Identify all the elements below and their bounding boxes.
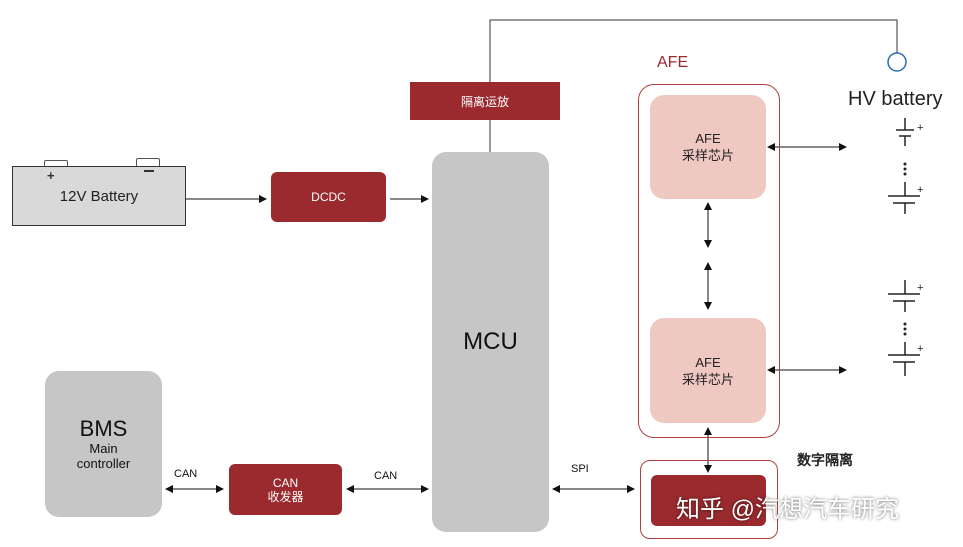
watermark: 知乎 @汽想汽车研究 bbox=[676, 496, 900, 523]
afe-group-label: AFE bbox=[657, 54, 689, 71]
can-transceiver-line2: 收发器 bbox=[267, 489, 304, 504]
link-label-spi: SPI bbox=[571, 463, 589, 475]
battery-12v: 12V Battery bbox=[12, 166, 186, 226]
afe-chip-bottom-line2: 采样芯片 bbox=[681, 371, 734, 387]
hv-sense-terminal bbox=[887, 52, 907, 72]
svg-text:+: + bbox=[917, 343, 923, 355]
battery-cell-icon: + bbox=[888, 280, 923, 312]
dcdc-label: DCDC bbox=[311, 190, 346, 204]
isolation-amp-box: 隔离运放 bbox=[410, 82, 560, 120]
afe-group-frame bbox=[638, 84, 780, 438]
battery-cell-icon: + bbox=[896, 118, 923, 146]
bms-subtitle-controller: controller bbox=[76, 456, 131, 471]
link-label-can-right: CAN bbox=[374, 470, 398, 482]
svg-text:+: + bbox=[917, 122, 923, 134]
afe-chip-bottom-line1: AFE bbox=[695, 354, 721, 370]
digital-isolation-label: 数字隔离 bbox=[797, 452, 853, 468]
svg-text:+: + bbox=[917, 282, 923, 294]
mcu-label: MCU bbox=[463, 328, 518, 355]
dcdc-box: DCDC bbox=[271, 172, 386, 222]
afe-chip-top: AFE 采样芯片 bbox=[650, 95, 766, 199]
battery-12v-label: 12V Battery bbox=[59, 187, 139, 205]
hv-battery-label: HV battery bbox=[848, 88, 943, 110]
afe-chip-top-line2: 采样芯片 bbox=[681, 148, 734, 163]
link-label-can-left: CAN bbox=[174, 468, 198, 480]
bms-subtitle-main: Main bbox=[89, 441, 118, 456]
mcu-block: MCU bbox=[432, 152, 549, 532]
digital-isolation-frame bbox=[640, 460, 778, 539]
afe-chip-bottom: AFE 采样芯片 bbox=[650, 318, 766, 423]
battery-cell-icon: + bbox=[888, 182, 923, 214]
bms-main-controller: BMS Main controller bbox=[45, 371, 162, 517]
battery-plus-sign: + bbox=[47, 168, 55, 183]
can-transceiver-line1: CAN bbox=[272, 475, 299, 490]
isolation-amp-label: 隔离运放 bbox=[460, 94, 509, 109]
cell-ellipsis-top bbox=[903, 162, 907, 176]
can-transceiver-box: CAN 收发器 bbox=[229, 464, 342, 515]
svg-text:+: + bbox=[917, 184, 923, 196]
afe-chip-top-line1: AFE bbox=[695, 131, 721, 146]
bms-title: BMS bbox=[79, 416, 128, 441]
battery-cell-icon: + bbox=[888, 342, 923, 376]
battery-minus-sign bbox=[144, 170, 154, 172]
digital-isolation-chip bbox=[651, 475, 766, 526]
cell-ellipsis-bottom bbox=[903, 322, 907, 336]
